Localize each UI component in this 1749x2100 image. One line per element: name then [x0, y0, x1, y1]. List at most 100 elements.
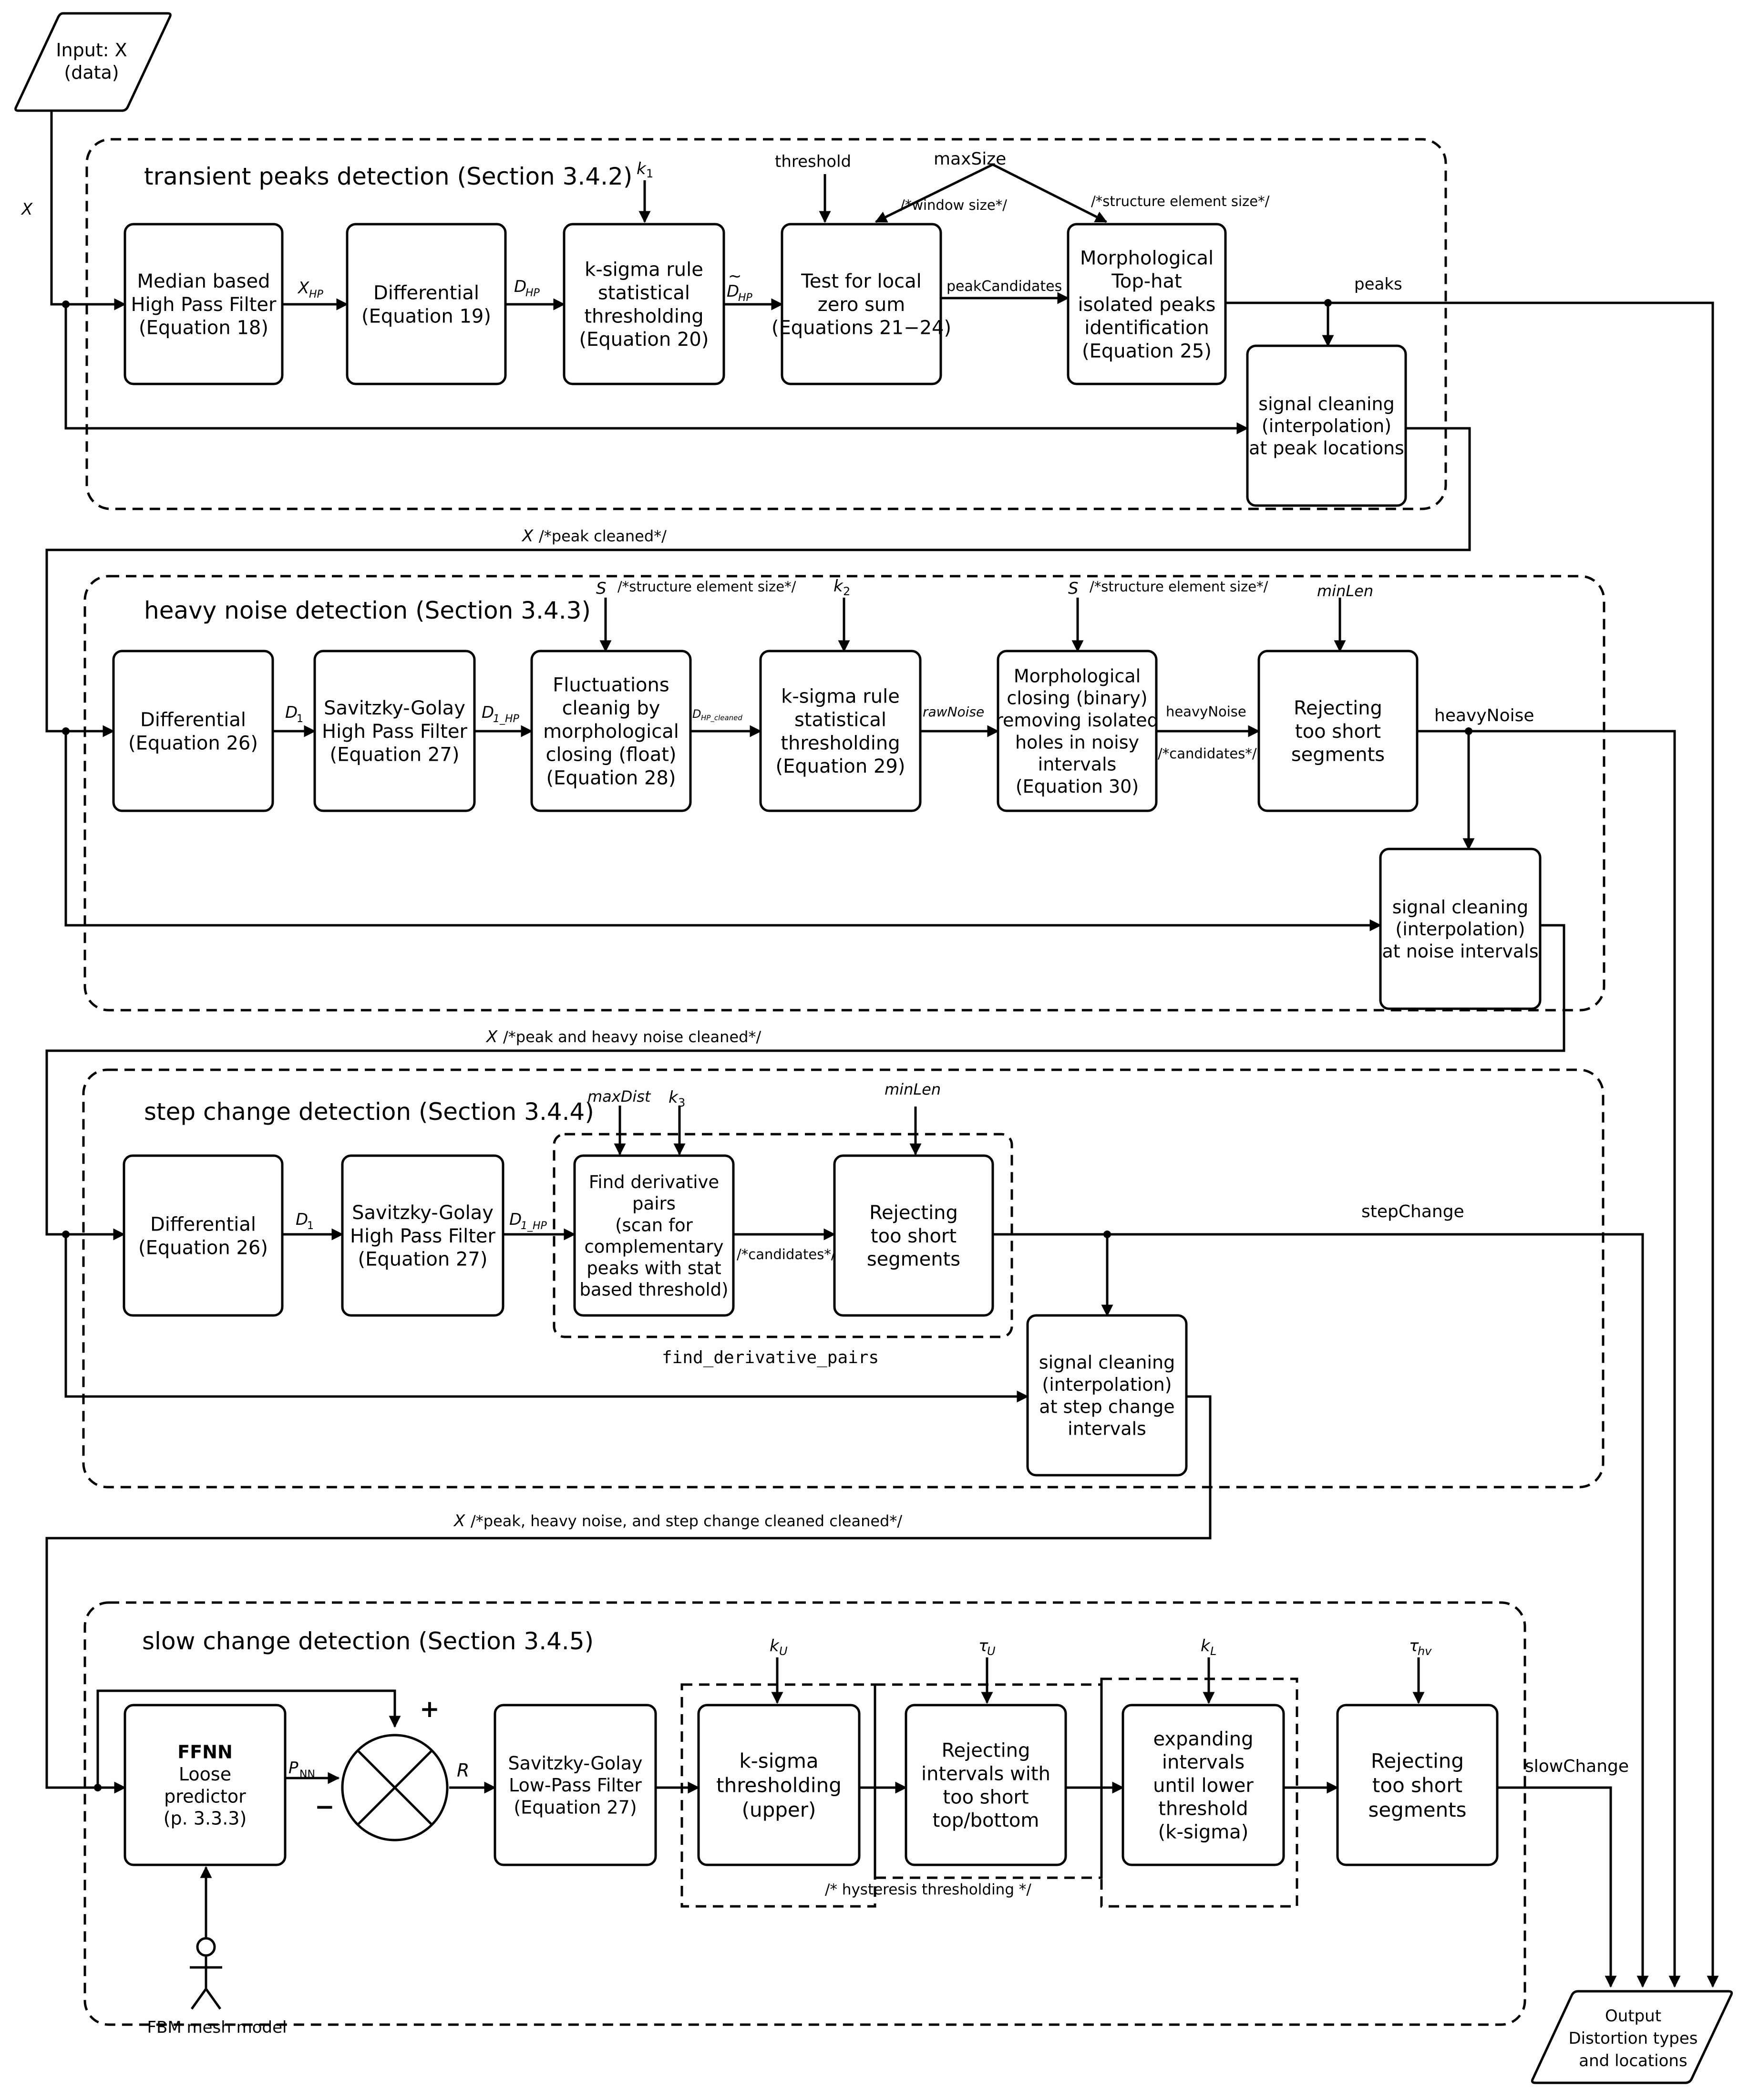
- k1-label: k: [637, 159, 647, 178]
- d-hp-tilde-sub: HP: [738, 292, 753, 304]
- block-n-reject-line-2: too short: [1295, 721, 1381, 743]
- tau-u-label: τ: [978, 1636, 988, 1655]
- block-p-ksig-line-1: k-sigma rule: [585, 259, 703, 281]
- block-p-diff-line-2: (Equation 19): [361, 305, 491, 327]
- maxdist-label: maxDist: [587, 1087, 651, 1106]
- section-title-slow: slow change detection (Section 3.4.5): [142, 1627, 594, 1655]
- block-s-find-line-4: complementary: [584, 1236, 723, 1257]
- dhp-cleaned-sub: HP_cleaned: [701, 714, 742, 723]
- block-p-median-line-1: Median based: [137, 270, 270, 292]
- block-w-expand-line-2: intervals: [1162, 1751, 1245, 1773]
- block-p-test-line-3: (Equations 21−24): [772, 317, 951, 339]
- block-s-sg-line-3: (Equation 27): [358, 1249, 488, 1271]
- minus-sign: −: [315, 1793, 335, 1821]
- section-title-step: step change detection (Section 3.4.4): [144, 1098, 594, 1126]
- block-w-sg-line-2: Low-Pass Filter: [509, 1775, 642, 1796]
- d-hp-sub: HP: [525, 287, 540, 299]
- heavy-noise-wire-label: heavyNoise: [1166, 703, 1246, 720]
- dhp-cleaned-label: D: [692, 707, 701, 721]
- d1hp-sub: 1_HP: [493, 713, 520, 725]
- kl-label: k: [1201, 1636, 1211, 1655]
- block-w-ffnn-line-4: (p. 3.3.3): [164, 1808, 247, 1829]
- block-s-clean-line-2: (interpolation): [1042, 1374, 1172, 1395]
- block-w-ffnn-line-1: FFNN: [177, 1742, 233, 1763]
- block-s-clean-line-4: intervals: [1068, 1418, 1146, 1439]
- x-hp-label: X: [297, 279, 309, 298]
- block-w-ksig-line-1: k-sigma: [739, 1749, 818, 1772]
- block-n-fluct-line-3: morphological: [543, 721, 679, 743]
- d1-step-sub: 1: [307, 1220, 314, 1232]
- minlen-label-1: minLen: [1317, 582, 1373, 600]
- input-label-line-2: (data): [64, 62, 119, 83]
- x-noise-cleaned-var: X: [485, 1027, 498, 1046]
- block-p-diff: Differential(Equation 19): [346, 223, 507, 385]
- block-w-ksig-line-3: (upper): [742, 1798, 816, 1821]
- block-s-clean-line-1: signal cleaning: [1039, 1352, 1175, 1373]
- hysteresis-frame-right: [1100, 1677, 1298, 1908]
- block-w-rej2-line-3: segments: [1368, 1798, 1466, 1821]
- tau-u-sub: U: [987, 1645, 996, 1658]
- block-w-ffnn-line-3: predictor: [164, 1786, 246, 1807]
- block-n-ksig-line-2: statistical: [794, 709, 886, 731]
- pnn-sub: NN: [299, 1769, 315, 1780]
- d1-step-label: D: [296, 1210, 308, 1229]
- candidates-label-2: /*candidates*/: [737, 1246, 836, 1262]
- hysteresis-label: /* hysteresis thresholding */: [825, 1881, 1031, 1898]
- block-p-ksig-line-2: statistical: [598, 282, 690, 304]
- block-s-diff-line-2: (Equation 26): [138, 1237, 268, 1259]
- x-noise-cleaned-label: /*peak and heavy noise cleaned*/: [503, 1028, 761, 1046]
- block-p-morph-line-2: Top-hat: [1111, 270, 1182, 292]
- threshold-label: threshold: [775, 152, 851, 171]
- r-label: R: [457, 1760, 469, 1781]
- step-change-output-label: stepChange: [1361, 1202, 1464, 1221]
- section-frame-slow: [83, 1601, 1526, 2026]
- block-p-clean-line-3: at peak locations: [1249, 438, 1404, 459]
- window-size-label: /*window size*/: [900, 197, 1007, 213]
- block-s-reject-line-3: segments: [867, 1249, 960, 1271]
- output-label-line-3: and locations: [1579, 2051, 1687, 2070]
- block-s-clean: signal cleaning(interpolation)at step ch…: [1026, 1314, 1188, 1477]
- block-p-test-line-2: zero sum: [818, 294, 905, 316]
- d-hp-tilde-label: D: [727, 282, 739, 301]
- maxsize-label: maxSize: [934, 149, 1006, 169]
- block-n-sg-line-3: (Equation 27): [330, 744, 460, 766]
- block-p-morph-line-4: identification: [1084, 317, 1209, 339]
- block-s-find-line-1: Find derivative: [589, 1172, 719, 1192]
- block-s-clean-line-3: at step change: [1039, 1396, 1174, 1417]
- ku-label: k: [770, 1636, 780, 1655]
- block-s-diff: Differential(Equation 26): [123, 1154, 284, 1317]
- block-n-ksig-line-1: k-sigma rule: [781, 686, 900, 708]
- find-derivative-pairs-label: find_derivative_pairs: [662, 1348, 879, 1367]
- d-hp-tilde-mark: ~: [728, 267, 742, 286]
- block-s-find-line-2: pairs: [632, 1193, 676, 1214]
- block-n-morph-line-6: (Equation 30): [1016, 776, 1139, 797]
- d1-sub: 1: [297, 713, 303, 725]
- k3-sub: 3: [678, 1096, 685, 1109]
- subtraction-junction: [341, 1734, 449, 1841]
- block-n-morph-line-2: closing (binary): [1007, 688, 1147, 709]
- block-n-clean-line-1: signal cleaning: [1392, 897, 1528, 918]
- d-hp-label: D: [514, 277, 526, 296]
- block-n-clean-line-2: (interpolation): [1395, 919, 1525, 940]
- block-n-morph-line-1: Morphological: [1014, 665, 1141, 686]
- block-w-rej1-line-2: intervals with: [921, 1763, 1050, 1785]
- input-label-line-1: Input: X: [56, 40, 127, 61]
- section-frame-step: [82, 1068, 1605, 1489]
- block-p-clean-line-1: signal cleaning: [1258, 393, 1394, 414]
- block-s-reject-line-1: Rejecting: [869, 1202, 958, 1224]
- block-n-fluct-line-4: closing (float): [545, 744, 676, 766]
- block-n-diff-line-1: Differential: [140, 709, 246, 731]
- input-data-node: Input: X (data): [14, 12, 172, 112]
- output-label-line-1: Output: [1605, 2007, 1661, 2026]
- x-hp-sub: HP: [309, 289, 324, 300]
- section-frame-peaks: [85, 138, 1447, 510]
- block-p-median-line-3: (Equation 18): [139, 317, 268, 339]
